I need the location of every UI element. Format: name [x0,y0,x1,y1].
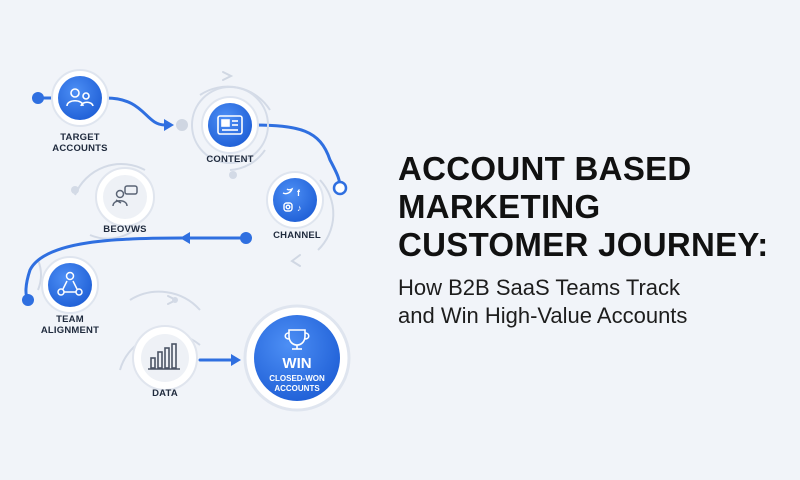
headline-line1: ACCOUNT BASED [398,150,692,187]
node-team-alignment [41,256,99,314]
users-chat-icon [112,185,138,207]
headline-line2: MARKETING [398,188,601,225]
trophy-icon [284,329,310,350]
team-network-icon [57,271,83,296]
win-title: WIN [282,355,312,372]
subhead-line1: How B2B SaaS Teams Track [398,275,681,300]
subhead-line2: and Win High-Value Accounts [398,303,688,328]
node-content [191,86,269,164]
label-target-accounts: TARGET ACCOUNTS [52,132,108,154]
svg-text:f: f [297,188,301,198]
node-win [243,304,351,412]
flow-arrowheads [164,119,241,366]
label-content: CONTENT [206,154,254,165]
label-beovws: BEOVWS [103,224,147,235]
people-icon [66,88,94,107]
node-beovws [95,167,155,227]
label-team-alignment: TEAM ALIGNMENT [40,314,100,336]
title-block: ACCOUNT BASED MARKETING CUSTOMER JOURNEY… [398,150,790,330]
flow-dots [22,92,348,306]
win-line2: ACCOUNTS [274,384,320,393]
node-channel: f ♪ [266,171,324,229]
node-data [132,325,198,391]
newspaper-icon [217,115,243,135]
label-win: WIN CLOSED-WON ACCOUNTS [257,356,337,394]
subhead: How B2B SaaS Teams Track and Win High-Va… [398,274,790,330]
win-line1: CLOSED-WON [269,374,325,383]
svg-text:♪: ♪ [297,203,302,213]
bar-chart-icon [148,343,180,370]
label-data: DATA [152,388,178,399]
headline: ACCOUNT BASED MARKETING CUSTOMER JOURNEY… [398,150,790,264]
headline-line3: CUSTOMER JOURNEY: [398,226,769,263]
node-target-accounts [51,69,109,127]
social-icons: f ♪ [282,187,302,213]
label-channel: CHANNEL [273,230,321,241]
